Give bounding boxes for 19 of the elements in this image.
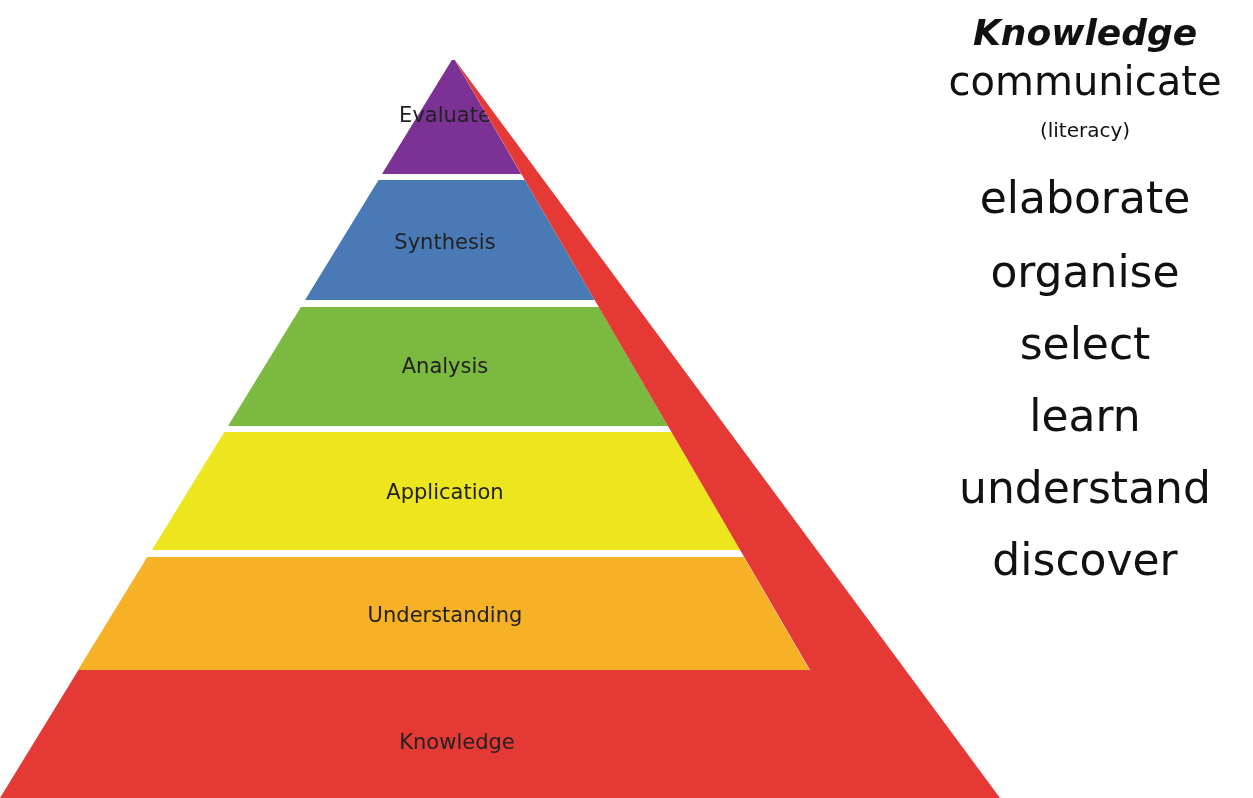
band-label: Understanding [367, 603, 523, 627]
list-heading: Knowledge [972, 12, 1198, 53]
band-label: Analysis [401, 354, 489, 378]
pyramid-band [382, 60, 522, 174]
list-item: communicate [948, 58, 1222, 104]
band-label: Synthesis [394, 230, 496, 254]
list-item: learn [1029, 390, 1141, 441]
list-item: understand [959, 462, 1211, 513]
pyramid-band [151, 432, 741, 550]
band-label: Application [386, 480, 504, 504]
note-text: (literacy) [1039, 118, 1131, 142]
list-item: discover [992, 534, 1178, 585]
pyramid-band [78, 557, 810, 670]
pyramid-band [227, 307, 668, 426]
pyramid-band [305, 180, 595, 300]
list-item: elaborate [979, 172, 1191, 223]
list-item: organise [990, 246, 1180, 297]
band-label: Knowledge [399, 730, 515, 754]
list-item: select [1019, 318, 1151, 369]
